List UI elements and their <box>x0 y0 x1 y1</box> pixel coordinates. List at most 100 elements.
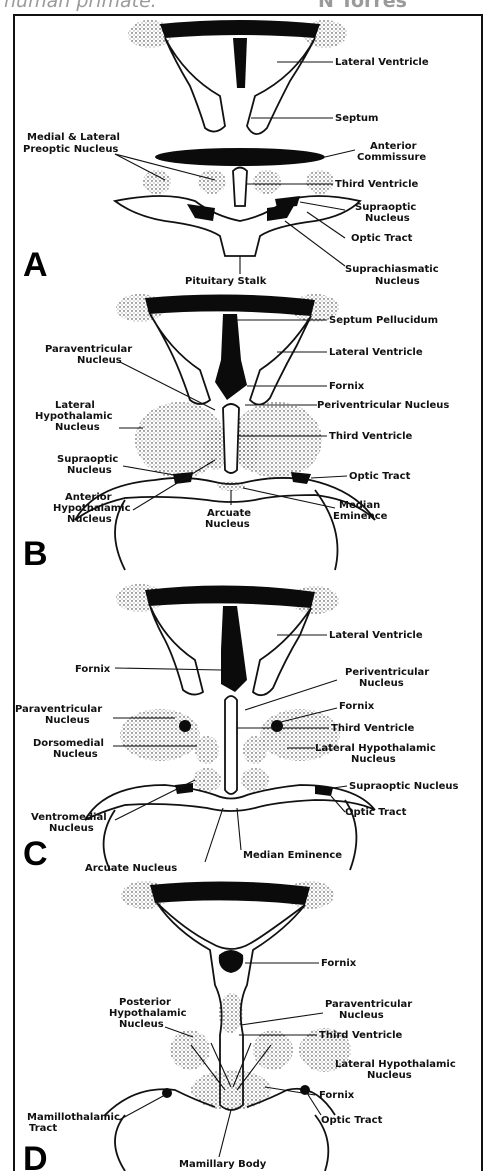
label-ventromedial-1: Ventromedial <box>31 812 107 823</box>
label-fornix-top: Fornix <box>321 958 357 969</box>
label-optic-tract: Optic Tract <box>321 1115 383 1126</box>
label-fornix-top: Fornix <box>75 664 111 675</box>
label-third-ventricle: Third Ventricle <box>319 1030 403 1041</box>
panel-letter-b: B <box>23 535 48 573</box>
label-supraoptic-2: Nucleus <box>67 465 112 476</box>
lateral-ventricle-left-b <box>150 314 210 404</box>
fornix-left-c <box>179 720 191 732</box>
label-median-eminence-1: Median <box>339 500 380 511</box>
label-lateral-ventricle: Lateral Ventricle <box>329 347 423 358</box>
label-supraoptic: Supraoptic Nucleus <box>349 781 459 792</box>
label-third-ventricle: Third Ventricle <box>331 723 415 734</box>
panel-a: Lateral Ventricle Septum Medial & Latera… <box>15 16 493 291</box>
dorsomedial-right-c <box>243 736 267 764</box>
ventromedial-right-c <box>241 768 269 792</box>
label-suprachiasmatic-1: Suprachiasmatic <box>345 264 439 275</box>
label-supraoptic-1: Supraoptic <box>355 202 416 213</box>
anterior-commissure <box>155 148 325 166</box>
label-pituitary-stalk: Pituitary Stalk <box>185 276 267 287</box>
mamillothalamic-dot-d <box>162 1088 172 1098</box>
ventromedial-left-c <box>193 768 221 792</box>
label-median-eminence: Median Eminence <box>243 850 342 861</box>
label-lat-hypo-3: Nucleus <box>55 422 100 433</box>
corpus-callosum-b <box>145 294 315 316</box>
corpus-callosum-d <box>150 881 310 905</box>
preoptic-medial-right <box>253 170 281 194</box>
panel-b: Septum Pellucidum Lateral Ventricle Para… <box>15 290 493 580</box>
label-post-hypo-3: Nucleus <box>119 1019 164 1030</box>
corpus-callosum <box>160 20 320 38</box>
panel-letter-a: A <box>23 246 48 284</box>
corpus-callosum-c <box>145 585 315 608</box>
third-ventricle-b <box>223 404 239 473</box>
lateral-ventricle-left-c <box>150 606 203 695</box>
posterior-hypothalamic-right-d <box>253 1030 293 1070</box>
header-left-text: human primate: <box>4 0 157 12</box>
label-periventricular-2: Nucleus <box>359 678 404 689</box>
label-lat-hypo-1: Lateral Hypothalamic <box>315 743 436 754</box>
dorsomedial-left-c <box>195 736 219 764</box>
label-paraventricular-1: Paraventricular <box>325 999 412 1010</box>
label-lat-hypo-2: Nucleus <box>367 1070 412 1081</box>
label-anterior-commissure-1: Anterior <box>370 141 417 152</box>
label-fornix-mid: Fornix <box>319 1090 355 1101</box>
label-arcuate-1: Arcuate <box>207 508 251 519</box>
label-paraventricular-2: Nucleus <box>77 355 122 366</box>
label-ant-hypo-3: Nucleus <box>67 514 112 525</box>
label-lat-hypo-1: Lateral <box>55 400 95 411</box>
lateral-ventricle-right-c <box>253 608 311 695</box>
label-septum: Septum <box>335 113 378 124</box>
label-supraoptic-2: Nucleus <box>365 213 410 224</box>
panel-c-diagram: Lateral Ventricle Fornix Periventricular… <box>15 580 493 880</box>
panel-d: Fornix Posterior Hypothalamic Nucleus Pa… <box>15 875 493 1171</box>
tract-curve-left-d <box>115 1115 125 1171</box>
label-preoptic-1: Medial & Lateral <box>27 132 120 143</box>
third-ventricle-a <box>233 168 247 207</box>
label-ventromedial-2: Nucleus <box>49 823 94 834</box>
optic-tract-dot-d <box>300 1085 310 1095</box>
header-right-text: N Torres <box>318 0 407 12</box>
label-optic-tract: Optic Tract <box>349 471 411 482</box>
label-mamillary-body: Mamillary Body <box>179 1159 267 1170</box>
label-post-hypo-1: Posterior <box>119 997 171 1008</box>
label-septum-pellucidum: Septum Pellucidum <box>329 315 438 326</box>
label-third-ventricle: Third Ventricle <box>335 179 419 190</box>
panel-a-diagram: Lateral Ventricle Septum Medial & Latera… <box>15 16 493 291</box>
label-arcuate-2: Nucleus <box>205 519 250 530</box>
lateral-ventricle-right-b <box>250 316 311 405</box>
panel-c: Lateral Ventricle Fornix Periventricular… <box>15 580 493 880</box>
label-paraventricular-1: Paraventricular <box>45 344 132 355</box>
label-lateral-ventricle: Lateral Ventricle <box>329 630 423 641</box>
label-optic-tract: Optic Tract <box>345 807 407 818</box>
panel-b-diagram: Septum Pellucidum Lateral Ventricle Para… <box>15 290 493 580</box>
label-fornix: Fornix <box>329 381 365 392</box>
label-lat-hypo-1: Lateral Hypothalamic <box>335 1059 456 1070</box>
label-paraventricular-2: Nucleus <box>45 715 90 726</box>
preoptic-lateral-left <box>143 170 171 194</box>
label-optic-tract: Optic Tract <box>351 233 413 244</box>
label-fornix-right: Fornix <box>339 701 375 712</box>
label-anterior-commissure-2: Commissure <box>357 152 426 163</box>
label-preoptic-2: Preoptic Nucleus <box>23 144 118 155</box>
tract-curve-right-b <box>315 490 338 570</box>
paraventricular-left-c <box>120 709 200 761</box>
third-ventricle-c <box>225 696 237 794</box>
label-dorsomedial-2: Nucleus <box>53 749 98 760</box>
lateral-ventricle-left <box>165 38 225 132</box>
label-mamillothalamic-1: Mamillothalamic <box>27 1112 120 1123</box>
preoptic-medial-left <box>198 170 226 194</box>
label-dorsomedial-1: Dorsomedial <box>33 738 104 749</box>
mamillary-body-d <box>191 1070 271 1110</box>
label-supraoptic-1: Supraoptic <box>57 454 118 465</box>
label-third-ventricle: Third Ventricle <box>329 431 413 442</box>
label-ant-hypo-1: Anterior <box>65 492 112 503</box>
label-mamillothalamic-2: Tract <box>29 1123 57 1134</box>
septum-fornix-c <box>221 606 247 692</box>
label-suprachiasmatic-2: Nucleus <box>375 276 420 287</box>
label-periventricular: Periventricular Nucleus <box>317 400 449 411</box>
preoptic-lateral-right <box>306 170 334 194</box>
label-paraventricular-1: Paraventricular <box>15 704 102 715</box>
septum-ink <box>233 38 247 88</box>
label-post-hypo-2: Hypothalamic <box>109 1008 187 1019</box>
label-median-eminence-2: Eminence <box>333 511 388 522</box>
